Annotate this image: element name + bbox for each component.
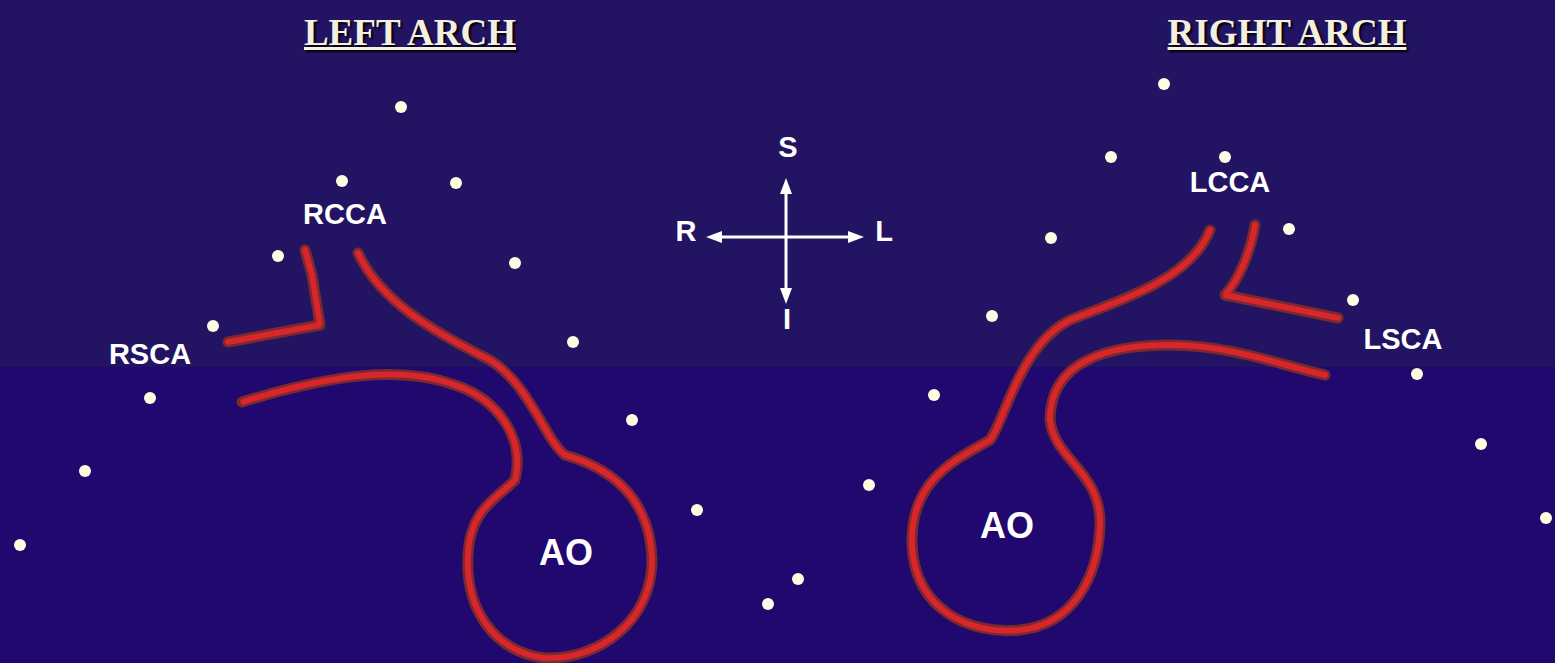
vessel-label: LSCA xyxy=(1364,324,1443,356)
vessel-label: RCCA xyxy=(303,199,387,231)
vessel-label: LCCA xyxy=(1190,167,1271,199)
aorta-label: AO xyxy=(980,505,1034,546)
direction-letter: I xyxy=(783,304,791,336)
orientation-compass xyxy=(706,178,864,304)
vessel-walls xyxy=(228,225,1338,658)
direction-letter: S xyxy=(778,132,797,164)
star-dots xyxy=(14,78,1552,610)
aorta-loop: AO xyxy=(531,528,601,578)
vessel-label: RSCA xyxy=(109,339,191,371)
direction-letter: L xyxy=(875,216,893,248)
direction-letter: R xyxy=(676,216,697,248)
aorta-label: AO xyxy=(539,532,593,573)
arch-heading: RIGHT ARCH xyxy=(1168,13,1407,54)
arch-heading: LEFT ARCH xyxy=(304,13,516,54)
aorta-loop: AO xyxy=(972,501,1042,551)
